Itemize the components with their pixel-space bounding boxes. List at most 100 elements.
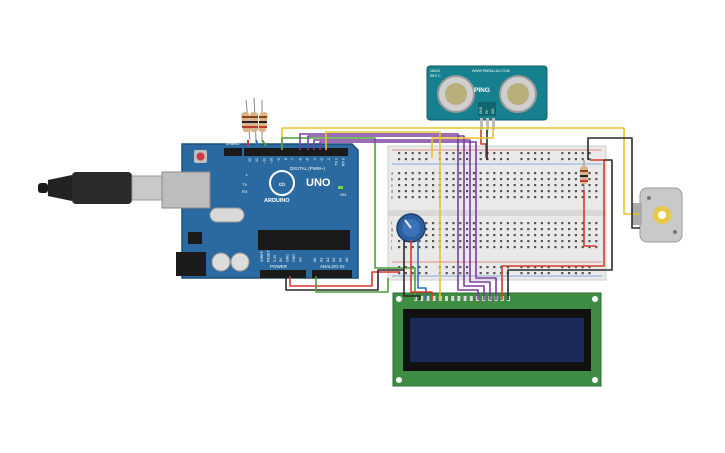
row-letter: i <box>391 238 392 243</box>
breadboard-hole <box>568 158 571 161</box>
breadboard-hole <box>486 272 489 275</box>
breadboard-hole <box>466 222 469 225</box>
breadboard-hole <box>574 246 577 249</box>
breadboard-hole <box>411 152 414 155</box>
arduino-uno-board: ∞ UNO ARDUINO DIGITAL (PWM~) POWER ANALO… <box>161 142 359 279</box>
breadboard-hole <box>398 246 401 249</box>
breadboard-hole <box>493 240 496 243</box>
lcd-pin <box>451 296 455 301</box>
breadboard-hole <box>554 172 557 175</box>
breadboard-hole <box>418 184 421 187</box>
row-letter: f <box>391 220 393 225</box>
breadboard-hole <box>547 228 550 231</box>
breadboard-hole <box>466 272 469 275</box>
lcd-pin <box>445 296 448 301</box>
breadboard-hole <box>459 222 462 225</box>
breadboard-hole <box>506 172 509 175</box>
breadboard-hole <box>459 172 462 175</box>
breadboard-hole <box>445 272 448 275</box>
breadboard-hole <box>520 172 523 175</box>
breadboard-hole <box>561 234 564 237</box>
breadboard-hole <box>588 196 591 199</box>
breadboard-hole <box>500 190 503 193</box>
breadboard-hole <box>398 196 401 199</box>
breadboard-hole <box>527 190 530 193</box>
breadboard-hole <box>466 184 469 187</box>
breadboard-hole <box>466 152 469 155</box>
breadboard-hole <box>568 152 571 155</box>
breadboard-hole <box>459 246 462 249</box>
breadboard-hole <box>554 240 557 243</box>
pin-label: 13 <box>248 158 252 162</box>
breadboard-hole <box>574 196 577 199</box>
pin-label: 8 <box>284 158 288 160</box>
breadboard-hole <box>411 190 414 193</box>
breadboard-hole <box>540 222 543 225</box>
breadboard-hole <box>479 246 482 249</box>
breadboard-hole <box>432 222 435 225</box>
breadboard-hole <box>547 172 550 175</box>
breadboard-hole <box>506 178 509 181</box>
breadboard-hole <box>425 158 428 161</box>
breadboard-hole <box>574 178 577 181</box>
breadboard-hole <box>398 172 401 175</box>
breadboard-hole <box>520 222 523 225</box>
breadboard-hole <box>425 246 428 249</box>
breadboard-hole <box>520 184 523 187</box>
breadboard-hole <box>540 266 543 269</box>
sensor-maker-label: WWW.PARALLAX.COM <box>472 69 510 73</box>
breadboard-hole <box>398 152 401 155</box>
breadboard-hole <box>425 190 428 193</box>
breadboard-hole <box>581 228 584 231</box>
breadboard-hole <box>493 178 496 181</box>
breadboard-hole <box>527 228 530 231</box>
breadboard-hole <box>459 158 462 161</box>
breadboard-hole <box>404 152 407 155</box>
breadboard-hole <box>432 178 435 181</box>
breadboard-hole <box>425 196 428 199</box>
row-letter: b <box>391 176 394 181</box>
breadboard-hole <box>479 272 482 275</box>
breadboard-hole <box>561 196 564 199</box>
breadboard-hole <box>486 172 489 175</box>
breadboard-hole <box>479 152 482 155</box>
breadboard-hole <box>445 240 448 243</box>
breadboard-hole <box>425 184 428 187</box>
breadboard-hole <box>432 240 435 243</box>
breadboard-hole <box>472 178 475 181</box>
breadboard-hole <box>445 172 448 175</box>
breadboard-hole <box>581 240 584 243</box>
breadboard-hole <box>466 190 469 193</box>
breadboard-hole <box>581 246 584 249</box>
breadboard-hole <box>595 196 598 199</box>
breadboard-hole <box>588 228 591 231</box>
breadboard-hole <box>493 184 496 187</box>
breadboard-hole <box>411 246 414 249</box>
breadboard-hole <box>479 266 482 269</box>
breadboard-hole <box>418 152 421 155</box>
pin-label: ~5 <box>306 158 310 162</box>
breadboard-hole <box>452 272 455 275</box>
breadboard-hole <box>513 246 516 249</box>
breadboard-hole <box>568 190 571 193</box>
breadboard-hole <box>506 222 509 225</box>
breadboard-hole <box>486 184 489 187</box>
breadboard-hole <box>534 152 537 155</box>
breadboard-hole <box>540 178 543 181</box>
breadboard-hole <box>445 196 448 199</box>
breadboard-hole <box>520 228 523 231</box>
breadboard-hole <box>486 266 489 269</box>
breadboard-hole <box>486 222 489 225</box>
breadboard-hole <box>472 234 475 237</box>
breadboard-hole <box>500 158 503 161</box>
pin-label: ~11 <box>262 158 266 164</box>
row-letter: e <box>391 194 394 199</box>
breadboard-hole <box>418 172 421 175</box>
breadboard-hole <box>493 172 496 175</box>
breadboard-hole <box>459 190 462 193</box>
breadboard-hole <box>588 272 591 275</box>
pin-label: 2 <box>327 158 331 160</box>
breadboard-hole <box>527 152 530 155</box>
breadboard-hole <box>513 240 516 243</box>
